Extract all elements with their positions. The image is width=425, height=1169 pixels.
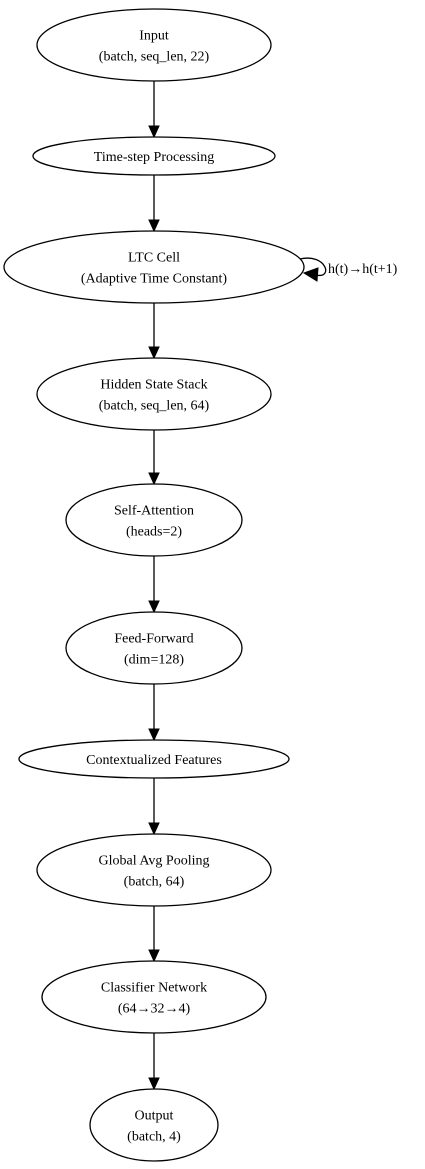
node-output: Output (batch, 4) xyxy=(89,1088,219,1162)
classifier-network-label-line-2: (64→32→4) xyxy=(118,1002,191,1017)
edge-ltc-cell-to-ltc-cell: h(t)→h(t+1) xyxy=(299,257,398,282)
output-ellipse xyxy=(89,1088,219,1162)
node-global-avg-pooling: Global Avg Pooling (batch, 64) xyxy=(36,833,272,907)
hidden-state-stack-ellipse xyxy=(36,357,272,431)
node-self-attention: Self-Attention (heads=2) xyxy=(65,483,243,557)
arrowhead xyxy=(148,472,160,486)
arrowhead xyxy=(148,1077,160,1091)
arrowhead xyxy=(148,346,160,360)
global-avg-pooling-label-line-1: Global Avg Pooling xyxy=(99,854,210,869)
input-label-line-1: Input xyxy=(139,29,169,44)
node-contextualized-features: Contextualized Features xyxy=(18,739,290,779)
classifier-network-ellipse xyxy=(41,960,267,1034)
feed-forward-ellipse xyxy=(65,611,243,685)
edge-contextualized-features-to-global-avg-pooling xyxy=(148,778,160,836)
global-avg-pooling-ellipse xyxy=(36,833,272,907)
edge-hidden-state-stack-to-self-attention xyxy=(148,430,160,486)
arrowhead xyxy=(148,219,160,233)
arrowhead xyxy=(148,949,160,963)
time-step-processing-ellipse xyxy=(32,136,276,176)
output-label-line-2: (batch, 4) xyxy=(127,1130,181,1145)
self-attention-label-line-2: (heads=2) xyxy=(126,525,182,540)
edge-classifier-network-to-output xyxy=(148,1033,160,1091)
input-label-line-2: (batch, seq_len, 22) xyxy=(99,50,210,65)
edge-feed-forward-to-contextualized-features xyxy=(148,684,160,742)
feed-forward-label-line-2: (dim=128) xyxy=(124,653,184,668)
self-attention-ellipse xyxy=(65,483,243,557)
contextualized-features-label-line-1: Contextualized Features xyxy=(86,753,222,768)
hidden-state-stack-label-line-2: (batch, seq_len, 64) xyxy=(99,399,210,414)
time-step-processing-label-line-1: Time-step Processing xyxy=(94,150,214,165)
ltc-cell-label-line-1: LTC Cell xyxy=(128,251,180,266)
arrowhead xyxy=(148,728,160,742)
edge-global-avg-pooling-to-classifier-network xyxy=(148,906,160,963)
ltc-cell-ellipse xyxy=(3,230,305,304)
classifier-network-label-line-1: Classifier Network xyxy=(101,981,207,996)
hidden-state-stack-label-line-1: Hidden State Stack xyxy=(100,378,207,393)
node-time-step-processing: Time-step Processing xyxy=(32,136,276,176)
self-loop-arrowhead xyxy=(302,267,319,282)
output-label-line-1: Output xyxy=(135,1109,174,1124)
feed-forward-label-line-1: Feed-Forward xyxy=(114,632,193,647)
edge-self-attention-to-feed-forward xyxy=(148,556,160,614)
edge-ltc-cell-to-hidden-state-stack xyxy=(148,303,160,360)
nodes-layer: Input (batch, seq_len, 22) Time-step Proce… xyxy=(3,8,305,1162)
node-ltc-cell: LTC Cell (Adaptive Time Constant) xyxy=(3,230,305,304)
self-loop-label: h(t)→h(t+1) xyxy=(328,262,398,277)
arrowhead xyxy=(148,600,160,614)
node-input: Input (batch, seq_len, 22) xyxy=(36,8,272,82)
node-classifier-network: Classifier Network (64→32→4) xyxy=(41,960,267,1034)
node-hidden-state-stack: Hidden State Stack (batch, seq_len, 64) xyxy=(36,357,272,431)
arrowhead xyxy=(148,822,160,836)
global-avg-pooling-label-line-2: (batch, 64) xyxy=(124,875,185,890)
self-loop-path xyxy=(299,257,327,276)
arrowhead xyxy=(148,125,160,139)
edge-time-step-processing-to-ltc-cell xyxy=(148,175,160,233)
contextualized-features-ellipse xyxy=(18,739,290,779)
edge-input-to-time-step-processing xyxy=(148,81,160,139)
node-feed-forward: Feed-Forward (dim=128) xyxy=(65,611,243,685)
input-ellipse xyxy=(36,8,272,82)
ltc-cell-label-line-2: (Adaptive Time Constant) xyxy=(81,272,228,287)
self-attention-label-line-1: Self-Attention xyxy=(114,504,194,519)
edges-layer: h(t)→h(t+1) xyxy=(148,81,398,1091)
